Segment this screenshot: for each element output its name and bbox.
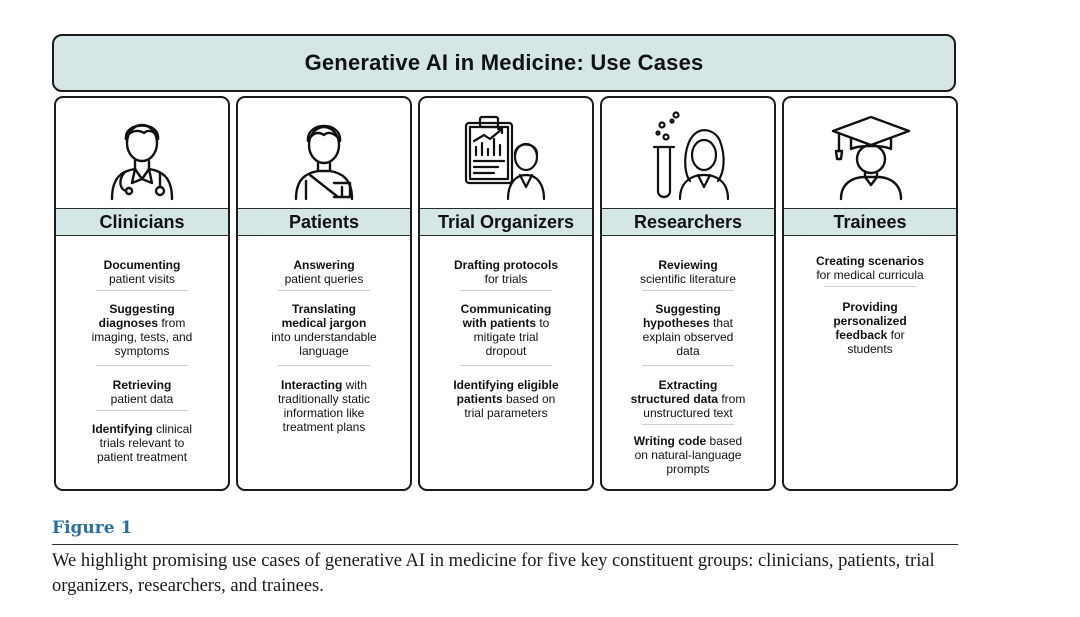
graduate-icon: [831, 115, 911, 201]
column-heading-researchers: Researchers: [602, 208, 774, 236]
figure-caption: We highlight promising use cases of gene…: [52, 551, 935, 596]
figure-rule: [52, 544, 958, 545]
title-banner: Generative AI in Medicine: Use Cases: [52, 34, 956, 92]
patient-icon: [294, 124, 354, 201]
item-divider: [642, 424, 734, 425]
item-divider: [460, 365, 552, 366]
researcher-icon: [652, 111, 730, 201]
column-heading-patients: Patients: [238, 208, 410, 236]
column-heading-trainees: Trainees: [784, 208, 956, 236]
item-divider: [278, 290, 370, 291]
column-heading-clinicians: Clinicians: [56, 208, 228, 236]
item-divider: [96, 290, 188, 291]
item-divider: [96, 365, 188, 366]
doctor-icon: [110, 123, 174, 201]
item-divider: [824, 286, 916, 287]
diagram-title: Generative AI in Medicine: Use Cases: [304, 50, 704, 75]
item-divider: [278, 365, 370, 366]
item-divider: [460, 290, 552, 291]
item-divider: [642, 290, 734, 291]
figure-label: Figure 1: [52, 518, 133, 538]
item-divider: [96, 410, 188, 411]
column-heading-trial-organizers: Trial Organizers: [420, 208, 592, 236]
clipboard-chart-icon: [464, 115, 546, 201]
item-divider: [642, 365, 734, 366]
